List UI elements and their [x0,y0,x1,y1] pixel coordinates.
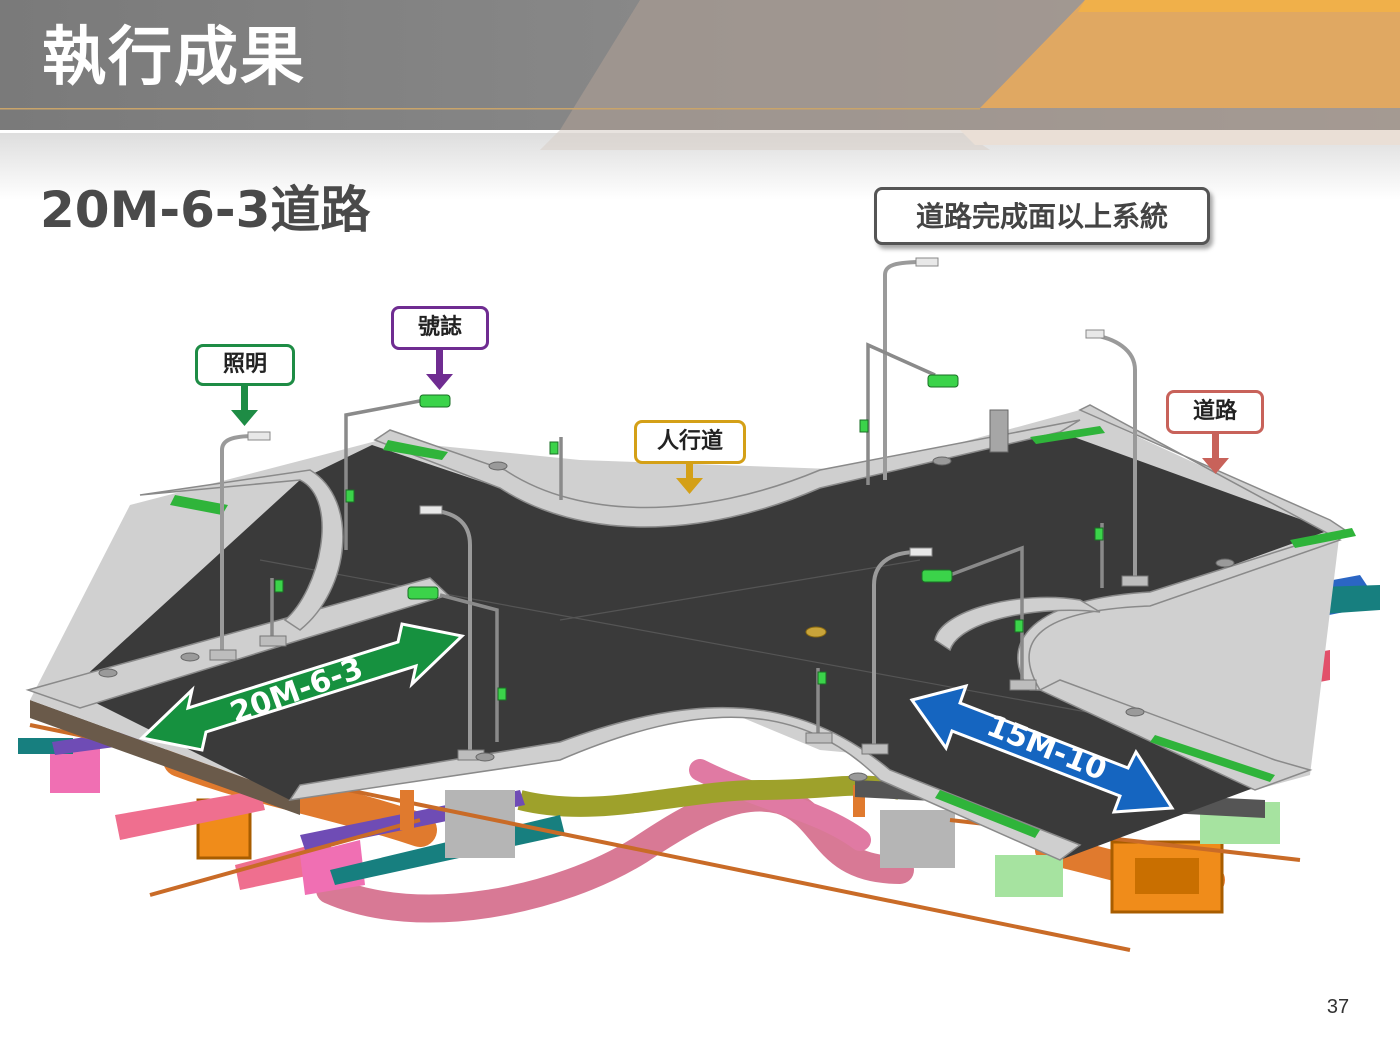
cabinet [989,409,1009,453]
signal-callout: 號誌 [391,306,489,350]
sidewalk-planters [170,426,1356,838]
pole-bases [209,575,1149,761]
signal-heads [274,374,1104,701]
signal-arrow-icon [426,350,453,390]
signal-poles [270,342,1104,742]
light-heads [247,257,1105,557]
road-arrow-icon [1202,434,1229,474]
manholes [98,456,1235,782]
sidewalk-arrow-icon [676,464,703,494]
sidewalk-callout: 人行道 [634,420,746,464]
lighting-arrow-icon [231,386,258,426]
road-callout: 道路 [1166,390,1264,434]
page-number: 37 [1326,996,1350,1018]
slide-title: 執行成果 [42,21,306,95]
system-callout: 道路完成面以上系統 [874,187,1210,245]
callout-arrows [231,350,1229,494]
lighting-callout: 照明 [195,344,295,386]
slide-subtitle: 20M-6-3道路 [40,181,371,239]
sidewalks [25,404,1347,861]
